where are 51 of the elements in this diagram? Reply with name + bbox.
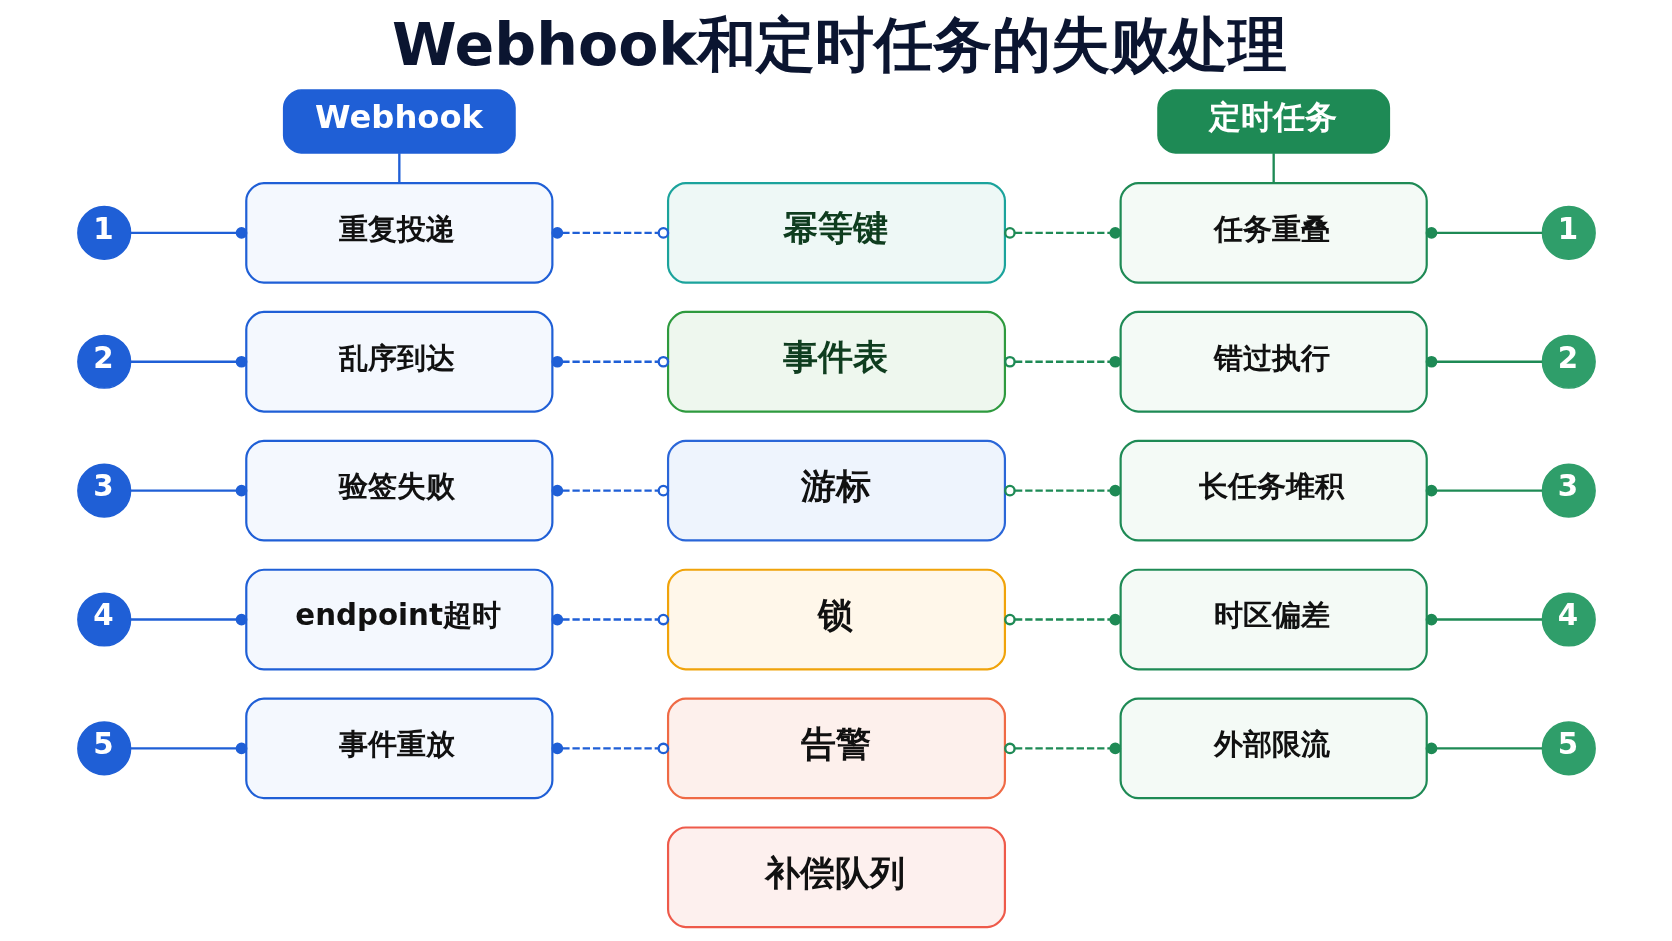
node-box: 游标 xyxy=(666,439,1006,542)
node-box: 长任务堆积 xyxy=(1119,439,1428,542)
connector xyxy=(130,742,247,755)
connector xyxy=(551,742,669,755)
connector xyxy=(1272,153,1275,183)
node-box: 定时任务 xyxy=(1156,89,1390,154)
node-circle: 2 xyxy=(76,334,131,389)
node-circle: 4 xyxy=(1541,592,1596,647)
connector xyxy=(130,613,247,626)
node-circle: 3 xyxy=(76,463,131,518)
connector xyxy=(1003,484,1121,497)
connector xyxy=(1003,613,1121,626)
node-circle: 1 xyxy=(1541,205,1596,260)
node-circle: 5 xyxy=(1541,721,1596,776)
node-box: 验签失败 xyxy=(244,439,553,542)
node-box: endpoint超时 xyxy=(244,568,553,671)
node-box: Webhook xyxy=(282,89,516,154)
connector xyxy=(397,153,400,183)
connector xyxy=(1425,613,1542,626)
node-circle: 4 xyxy=(76,592,131,647)
node-box: 事件重放 xyxy=(244,697,553,800)
node-box: 补偿队列 xyxy=(666,826,1006,929)
connector xyxy=(130,355,247,368)
node-box: 事件表 xyxy=(666,310,1006,413)
node-box: 任务重叠 xyxy=(1119,182,1428,284)
connector xyxy=(551,484,669,497)
connector xyxy=(1003,355,1121,368)
node-box: 锁 xyxy=(666,568,1006,671)
diagram-title: Webhook和定时任务的失败处理 xyxy=(391,11,1287,80)
node-box: 重复投递 xyxy=(244,182,553,284)
connector xyxy=(551,355,669,368)
node-circle: 1 xyxy=(76,205,131,260)
connector xyxy=(130,484,247,497)
node-box: 乱序到达 xyxy=(244,310,553,413)
node-box: 幂等键 xyxy=(666,182,1006,284)
connector xyxy=(1425,742,1542,755)
node-box: 错过执行 xyxy=(1119,310,1428,413)
connector xyxy=(1425,484,1542,497)
connector xyxy=(1003,227,1121,239)
node-circle: 3 xyxy=(1541,463,1596,518)
node-box: 外部限流 xyxy=(1119,697,1428,800)
node-box: 告警 xyxy=(666,697,1006,800)
node-box: 时区偏差 xyxy=(1119,568,1428,671)
node-circle: 5 xyxy=(76,721,131,776)
node-circle: 2 xyxy=(1541,334,1596,389)
connector xyxy=(1003,742,1121,755)
connector xyxy=(551,227,669,239)
connector xyxy=(1425,355,1542,368)
connector xyxy=(551,613,669,626)
connector xyxy=(130,227,247,239)
connector xyxy=(1425,227,1542,239)
